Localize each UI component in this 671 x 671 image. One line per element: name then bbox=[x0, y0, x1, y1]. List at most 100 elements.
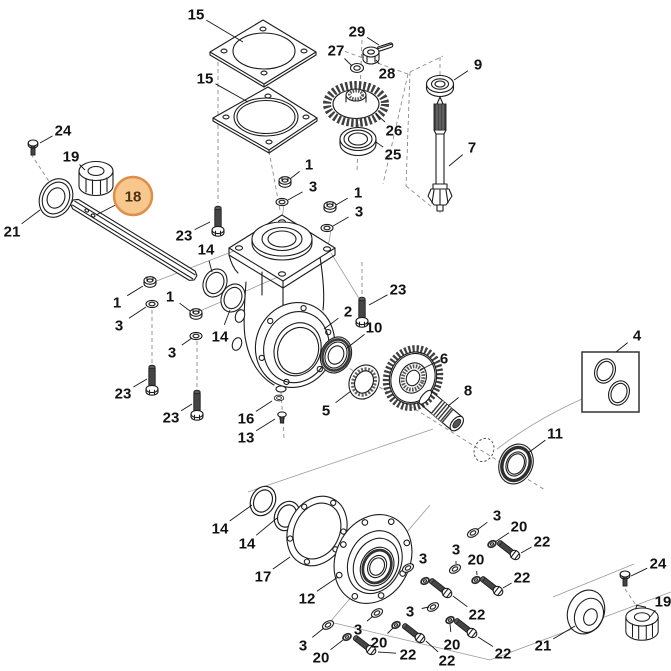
part-25-bearing bbox=[339, 126, 377, 157]
part-3-washer bbox=[145, 299, 159, 309]
part-callout-26-5[interactable]: 26 bbox=[386, 123, 403, 140]
part-6-spur-gear bbox=[382, 345, 444, 411]
part-callout-22-46[interactable]: 22 bbox=[469, 607, 486, 624]
callout-leader-line bbox=[79, 164, 86, 171]
part-callout-3-22[interactable]: 3 bbox=[309, 179, 317, 196]
part-callout-3-39[interactable]: 3 bbox=[493, 508, 501, 525]
callout-leader-line bbox=[368, 294, 388, 306]
callout-leader-line bbox=[366, 37, 380, 46]
callout-leader-line bbox=[208, 260, 213, 273]
part-callout-24-9[interactable]: 24 bbox=[55, 123, 72, 140]
part-callout-20-43[interactable]: 20 bbox=[468, 552, 485, 569]
part-callout-28-4[interactable]: 28 bbox=[379, 66, 396, 83]
part-24-screw bbox=[27, 139, 39, 156]
part-callout-15-0[interactable]: 15 bbox=[188, 7, 205, 24]
part-callout-18-highlighted[interactable]: 18 bbox=[125, 189, 142, 206]
part-callout-20-48[interactable]: 20 bbox=[444, 637, 461, 654]
callout-leader-line bbox=[502, 582, 512, 589]
part-callout-11-31[interactable]: 11 bbox=[547, 426, 563, 443]
callout-leader-line bbox=[133, 378, 148, 388]
part-callout-22-41[interactable]: 22 bbox=[534, 534, 551, 551]
part-21-cap bbox=[566, 589, 606, 635]
part-callout-14-35[interactable]: 14 bbox=[212, 521, 229, 538]
part-callout-16-33[interactable]: 16 bbox=[238, 411, 255, 428]
part-callout-3-47[interactable]: 3 bbox=[406, 604, 414, 621]
callout-leader-line bbox=[335, 390, 352, 404]
part-callout-4-32[interactable]: 4 bbox=[633, 328, 642, 345]
part-callout-2-25[interactable]: 2 bbox=[344, 304, 352, 321]
part-callout-9-7[interactable]: 9 bbox=[474, 57, 482, 74]
part-callout-3-24[interactable]: 3 bbox=[355, 204, 363, 221]
part-28-nut bbox=[362, 46, 380, 65]
part-callout-27-3[interactable]: 27 bbox=[328, 43, 345, 60]
part-callout-19-57[interactable]: 19 bbox=[655, 594, 671, 611]
part-callout-21-11[interactable]: 21 bbox=[4, 224, 21, 241]
part-27-washer bbox=[349, 62, 365, 74]
part-callout-22-55[interactable]: 22 bbox=[400, 647, 417, 664]
part-callout-7-8[interactable]: 7 bbox=[468, 140, 476, 157]
part-callout-19-10[interactable]: 19 bbox=[63, 149, 80, 166]
part-callout-22-44[interactable]: 22 bbox=[514, 570, 531, 587]
callout-leader-line bbox=[194, 221, 211, 231]
part-callout-1-23[interactable]: 1 bbox=[354, 185, 362, 202]
part-callout-1-15[interactable]: 1 bbox=[113, 295, 121, 312]
callout-leader-line bbox=[527, 439, 546, 454]
part-callout-6-29[interactable]: 6 bbox=[440, 351, 448, 368]
callout-leader-line bbox=[494, 532, 510, 543]
callout-leader-line bbox=[375, 113, 386, 123]
part-callout-20-54[interactable]: 20 bbox=[313, 650, 330, 667]
part-callout-22-52[interactable]: 22 bbox=[439, 653, 456, 670]
part-callout-3-50[interactable]: 3 bbox=[354, 622, 362, 639]
part-callout-10-27[interactable]: 10 bbox=[366, 320, 383, 337]
part-callout-14-14[interactable]: 14 bbox=[212, 329, 229, 346]
part-callout-3-18[interactable]: 3 bbox=[168, 345, 176, 362]
callout-leader-line bbox=[229, 504, 253, 522]
callout-leader-line bbox=[316, 576, 339, 592]
callout-leader-line bbox=[21, 209, 41, 225]
part-15-cover-plate-upper bbox=[209, 19, 317, 88]
callout-leader-line bbox=[421, 606, 430, 609]
part-callout-8-30[interactable]: 8 bbox=[464, 383, 472, 400]
callout-leader-line bbox=[255, 517, 278, 536]
callout-leader-line bbox=[206, 19, 244, 43]
part-callout-3-16[interactable]: 3 bbox=[115, 318, 123, 335]
part-callout-1-21[interactable]: 1 bbox=[305, 157, 313, 174]
part-callout-14-36[interactable]: 14 bbox=[239, 536, 256, 553]
callout-leader-line bbox=[377, 651, 397, 654]
part-callout-5-28[interactable]: 5 bbox=[322, 403, 330, 420]
part-18-lever-bar bbox=[70, 198, 198, 281]
callout-leader-line bbox=[312, 627, 325, 638]
part-callout-3-53[interactable]: 3 bbox=[299, 638, 307, 655]
part-callout-20-51[interactable]: 20 bbox=[371, 635, 388, 652]
part-callout-22-49[interactable]: 22 bbox=[495, 646, 512, 663]
part-callout-23-20[interactable]: 23 bbox=[163, 410, 180, 427]
part-callout-12-38[interactable]: 12 bbox=[299, 591, 316, 608]
callout-leader-line bbox=[255, 400, 273, 412]
part-callout-17-37[interactable]: 17 bbox=[255, 569, 272, 586]
part-callout-23-19[interactable]: 23 bbox=[115, 386, 132, 403]
selected-part-highlight[interactable] bbox=[112, 175, 154, 217]
part-callout-25-6[interactable]: 25 bbox=[385, 147, 402, 164]
callout-leader-line bbox=[287, 191, 303, 201]
callout-leader-line bbox=[553, 625, 576, 640]
part-callout-13-34[interactable]: 13 bbox=[238, 430, 255, 447]
part-callout-3-45[interactable]: 3 bbox=[419, 551, 427, 568]
part-callout-15-1[interactable]: 15 bbox=[197, 71, 214, 88]
part-callout-20-40[interactable]: 20 bbox=[511, 519, 528, 536]
part-callout-23-26[interactable]: 23 bbox=[390, 282, 407, 299]
part-23-bolt bbox=[211, 205, 225, 237]
part-callout-21-58[interactable]: 21 bbox=[535, 638, 552, 655]
part-callout-14-13[interactable]: 14 bbox=[198, 242, 215, 259]
part-callout-29-2[interactable]: 29 bbox=[349, 24, 366, 41]
callout-leader-line bbox=[128, 306, 147, 319]
part-callout-24-56[interactable]: 24 bbox=[650, 556, 667, 573]
part-callout-1-17[interactable]: 1 bbox=[166, 289, 174, 306]
part-callout-23-12[interactable]: 23 bbox=[176, 228, 193, 245]
callout-leader-line bbox=[215, 83, 249, 103]
part-8-splined-shaft bbox=[418, 389, 465, 432]
callout-leader-line bbox=[180, 403, 193, 412]
part-16-washer bbox=[273, 394, 285, 402]
part-29-pin bbox=[376, 42, 394, 52]
part-callout-3-42[interactable]: 3 bbox=[452, 542, 460, 559]
